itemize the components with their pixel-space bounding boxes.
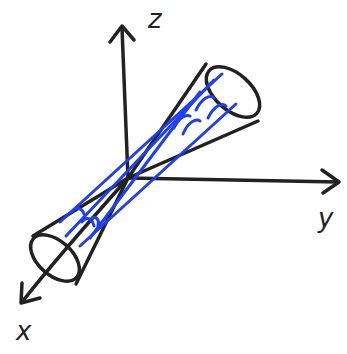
y-arrowhead <box>322 170 339 193</box>
y-axis <box>128 178 338 182</box>
z-arrowhead <box>110 26 134 42</box>
axis-label: z <box>148 6 162 32</box>
x-axis <box>22 178 128 302</box>
generator-lines <box>60 74 236 246</box>
z-axis <box>122 28 128 178</box>
cone-side <box>76 178 128 284</box>
axis-label: x <box>16 318 31 344</box>
axis-label: y <box>318 205 333 231</box>
x-arrowhead <box>21 283 40 303</box>
cone-rim <box>197 57 269 127</box>
